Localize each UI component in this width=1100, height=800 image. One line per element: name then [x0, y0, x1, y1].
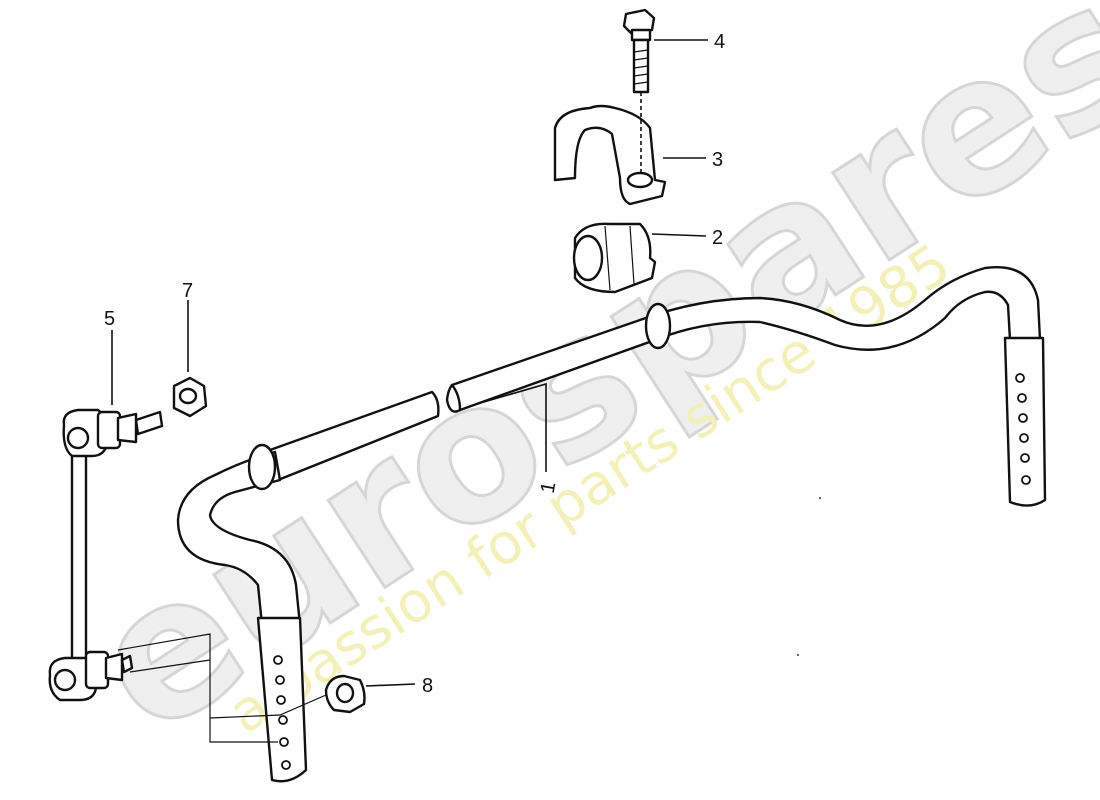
- clamp-bracket: [553, 104, 667, 206]
- flange-nut: [324, 674, 366, 714]
- callout-leaders: [111, 39, 708, 687]
- stabilizer-bar-break-right: [445, 383, 462, 413]
- stabilizer-bar-ring-left: [247, 443, 277, 491]
- callout-4: 4: [714, 31, 725, 53]
- hex-nut: [172, 376, 208, 418]
- callout-8: 8: [422, 675, 433, 697]
- callout-3: 3: [712, 149, 723, 171]
- callout-7: 7: [182, 280, 193, 302]
- coupling-link: [48, 408, 164, 702]
- callout-5: 5: [104, 308, 115, 330]
- stabilizer-bar-left-section: [176, 450, 302, 627]
- callout-2: 2: [712, 227, 723, 249]
- assembly-lines: [117, 633, 327, 743]
- stabilizer-bar-break-left: [268, 390, 440, 482]
- stabilizer-bar: [176, 266, 1047, 783]
- scan-dots: [797, 497, 821, 656]
- callout-1: 1: [537, 480, 561, 495]
- rubber-bushing: [572, 222, 657, 294]
- callout-labels: 1 2 3 4 5 7 8: [104, 31, 725, 697]
- hex-bolt: [622, 8, 656, 176]
- stabilizer-bar-ring-right: [644, 302, 672, 350]
